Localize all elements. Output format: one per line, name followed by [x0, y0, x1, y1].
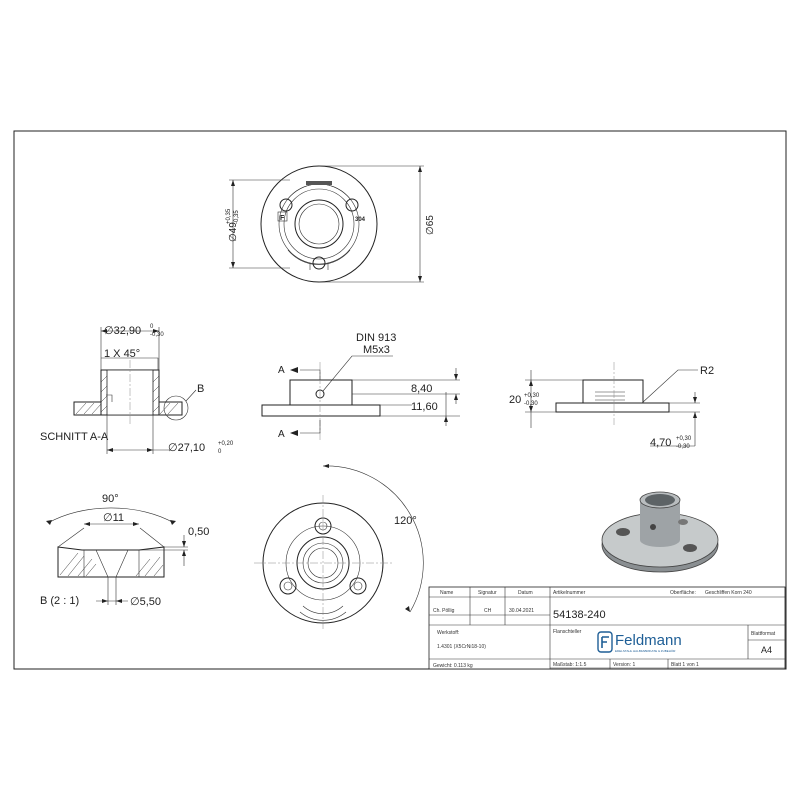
- tb-h-date: Datum: [518, 590, 533, 596]
- detail-dia-bottom: ∅5,50: [130, 596, 161, 608]
- tb-blatt: Blatt 1 von 1: [671, 662, 699, 668]
- front-view: A A DIN 913 M5x3 8,40 11,60: [261, 332, 460, 440]
- section-tol-top-minus: -0,30: [150, 332, 164, 338]
- tb-massstab: Maßstab: 1:1.5: [553, 662, 587, 668]
- section-dia-bottom: ∅27,10: [168, 442, 205, 454]
- stamp-brand: F: [280, 215, 285, 222]
- section-view: B ∅32,90 0 -0,30 1 X 45° SCHNITT A-A ∅27…: [40, 324, 234, 455]
- feldmann-logo-icon: [597, 631, 613, 653]
- top-tol-plus: +0,35: [226, 208, 232, 224]
- tb-brand: Feldmann: [615, 632, 682, 649]
- top-dia-outer: ∅65: [425, 215, 436, 235]
- front-cut-a-bottom: A: [278, 429, 285, 440]
- tb-surface: Geschliffen Korn 240: [705, 590, 752, 596]
- side-tol-20-minus: -0,30: [524, 401, 538, 407]
- tb-werkstoff: 1.4301 (X5CrNi18-10): [437, 644, 486, 650]
- section-tol-top-plus: 0: [150, 324, 154, 330]
- side-tol-thick-plus: +0,30: [676, 436, 692, 442]
- tb-name: Ch. Pöllig: [433, 608, 455, 614]
- tb-sig: CH: [484, 608, 492, 614]
- detail-view: 90° ∅11 0,50 B (2 : 1) ∅5,50: [40, 493, 209, 608]
- detail-angle: 90°: [102, 493, 119, 505]
- section-detail-ref: B: [197, 383, 204, 395]
- top-tol-minus: -0,35: [234, 210, 240, 224]
- side-radius: R2: [700, 365, 714, 377]
- tb-gewicht: Gewicht: 0.113 kg: [433, 663, 473, 669]
- stamp-304: 304: [355, 217, 366, 223]
- title-block: Name Signatur Datum Artikelnummer Oberfl…: [428, 586, 786, 670]
- section-label: SCHNITT A-A: [40, 431, 109, 443]
- side-tol-thick-minus: -0,30: [676, 444, 690, 450]
- front-din: DIN 913: [356, 332, 396, 344]
- section-tol-bottom-plus: +0,20: [218, 441, 234, 447]
- tb-h-art: Artikelnummer: [553, 590, 586, 596]
- tb-blattformat: A4: [761, 645, 772, 655]
- iso-view: [601, 491, 719, 573]
- top-dia-inner: ∅49: [228, 222, 239, 242]
- tb-part-name: Flanschteller: [553, 629, 582, 635]
- tb-h-name: Name: [440, 590, 454, 596]
- front-screw: M5x3: [363, 344, 390, 356]
- front-cut-a-top: A: [278, 365, 285, 376]
- tb-brand-tag: EDELSTAHL HALBFABRIKATE & ZUBEHÖR: [615, 649, 676, 653]
- tb-art-no: 54138-240: [553, 609, 606, 621]
- side-tol-20-plus: +0,30: [524, 393, 540, 399]
- tb-date: 30.04.2021: [509, 608, 534, 614]
- detail-dia-top: ∅11: [103, 512, 124, 524]
- bottom-view: 120°: [254, 464, 424, 630]
- front-dim-11-60: 11,60: [411, 401, 438, 413]
- detail-depth: 0,50: [188, 526, 209, 538]
- tb-h-surface: Oberfläche:: [670, 590, 696, 596]
- tb-h-sig: Signatur: [478, 590, 497, 596]
- sheet-frame: [13, 130, 787, 670]
- side-dim-thick: 4,70: [650, 437, 671, 449]
- section-dia-top: ∅32,90: [104, 325, 141, 337]
- side-dim-20: 20: [509, 394, 521, 406]
- tb-version: Version: 1: [613, 662, 635, 668]
- section-tol-bottom-minus: 0: [218, 449, 222, 455]
- front-dim-8-40: 8,40: [411, 383, 432, 395]
- bottom-angle: 120°: [394, 515, 417, 527]
- section-chamfer: 1 X 45°: [104, 348, 140, 360]
- tb-werkstoff-label: Werkstoff:: [437, 630, 459, 636]
- top-view: F 304 ∅49 +0,35 -0,35 ∅65: [226, 165, 436, 283]
- side-view: 20 +0,30 -0,30 R2 4,70 +0,30 -0,30: [509, 362, 714, 450]
- detail-label: B (2 : 1): [40, 595, 79, 607]
- tb-blattformat-label: Blattformat: [751, 631, 776, 637]
